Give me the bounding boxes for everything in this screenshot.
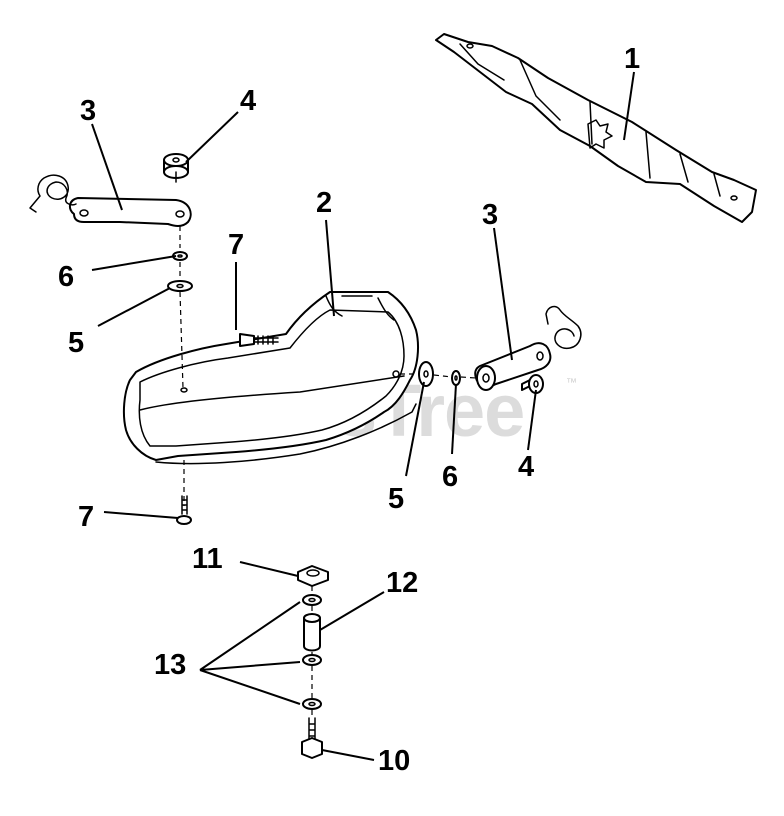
leader-5-left: [97, 287, 171, 327]
callout-4-left: 4: [240, 85, 256, 117]
hex-nut: [297, 565, 329, 587]
nut-left: [163, 153, 189, 183]
callout-6-left: 6: [58, 261, 74, 293]
leader-2: [325, 219, 335, 317]
leader-1: [623, 71, 635, 141]
callout-4-right: 4: [518, 451, 534, 483]
watermark-trademark: ™: [566, 377, 577, 389]
lockwasher-right: [451, 370, 461, 386]
leader-4-left: [185, 111, 239, 163]
leader-5-right: [405, 381, 425, 477]
callout-1: 1: [624, 43, 640, 75]
washer-middle: [302, 654, 322, 666]
washer-left: [167, 280, 193, 292]
leader-3-right: [493, 227, 513, 361]
callout-5-right: 5: [388, 483, 404, 515]
leader-12: [319, 591, 385, 631]
leader-7-lower: [103, 511, 179, 519]
callout-12: 12: [386, 567, 418, 599]
washer-top: [302, 594, 322, 606]
callout-13: 13: [154, 649, 186, 681]
bolt-upper: [239, 333, 279, 347]
callout-7-lower: 7: [78, 501, 94, 533]
callout-11: 11: [192, 543, 223, 575]
callout-6-right: 6: [442, 461, 458, 493]
callout-10: 10: [378, 745, 410, 777]
spacer: [303, 613, 321, 652]
callout-3-right: 3: [482, 199, 498, 231]
callout-7-upper: 7: [228, 229, 244, 261]
leader-6-left: [91, 255, 177, 271]
bracket-left: [29, 174, 192, 227]
leader-3-left: [91, 123, 123, 211]
hex-bolt: [301, 717, 323, 759]
callout-2: 2: [316, 187, 332, 219]
washer-right: [418, 361, 434, 387]
bracket-right: [474, 305, 582, 391]
callout-5-left: 5: [68, 327, 84, 359]
leader-4-right: [527, 389, 537, 451]
deflector: [122, 291, 419, 465]
leader-6-right: [451, 383, 457, 455]
leader-11: [239, 561, 299, 577]
leader-10: [321, 749, 375, 761]
bolt-lower: [176, 495, 192, 525]
blade: [435, 33, 757, 223]
leader-13: [199, 601, 301, 705]
callout-3-left: 3: [80, 95, 96, 127]
washer-bottom: [302, 698, 322, 710]
nut-right: [521, 374, 544, 394]
